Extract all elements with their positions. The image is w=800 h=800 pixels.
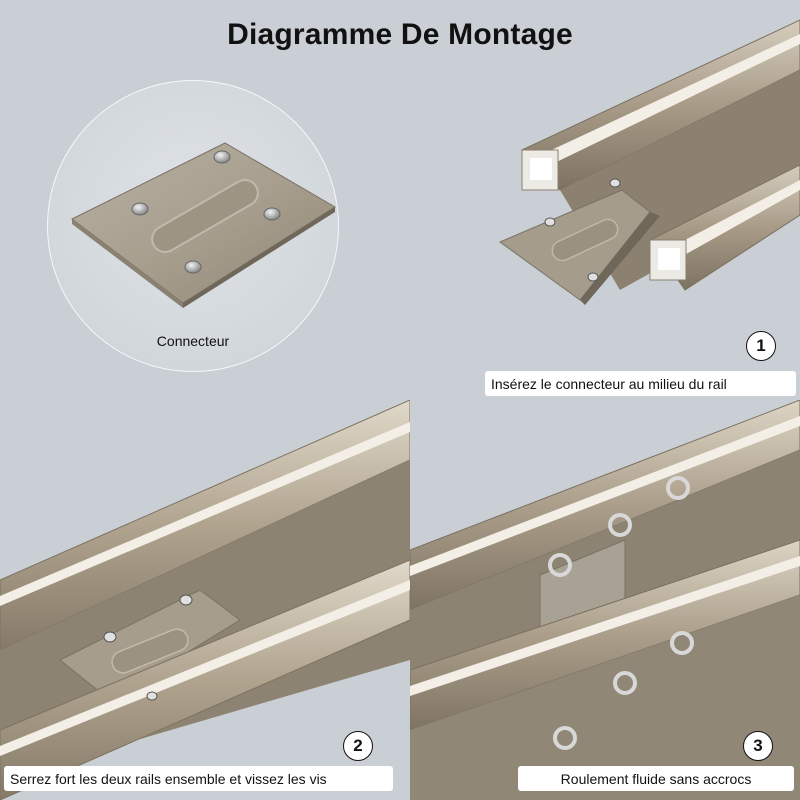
step-3-illustration	[410, 400, 800, 800]
step-1-illustration	[498, 19, 800, 305]
screw-icon	[544, 178, 621, 282]
step-3-panel: 3 Roulement fluide sans accrocs	[410, 400, 800, 800]
step-2-panel: 2 Serrez fort les deux rails ensemble et…	[0, 400, 410, 800]
step-2-number-badge: 2	[343, 731, 373, 761]
connector-plate-illustration	[71, 142, 336, 308]
step-1-caption: Insérez le connecteur au milieu du rail	[485, 371, 796, 396]
screw-icon	[131, 150, 281, 274]
step-1-panel: 1 Insérez le connecteur au milieu du rai…	[400, 0, 800, 400]
connector-detail: Connecteur	[47, 80, 339, 372]
step-3-caption: Roulement fluide sans accrocs	[518, 766, 794, 791]
connector-label: Connecteur	[156, 333, 230, 349]
ring-runner-icon	[548, 476, 694, 750]
page-title: Diagramme De Montage	[227, 18, 573, 51]
step-2-caption: Serrez fort les deux rails ensemble et v…	[4, 766, 393, 791]
step-1-number-badge: 1	[746, 331, 776, 361]
step-2-illustration	[0, 400, 410, 800]
screw-icon	[103, 594, 193, 701]
step-3-number-badge: 3	[743, 731, 773, 761]
